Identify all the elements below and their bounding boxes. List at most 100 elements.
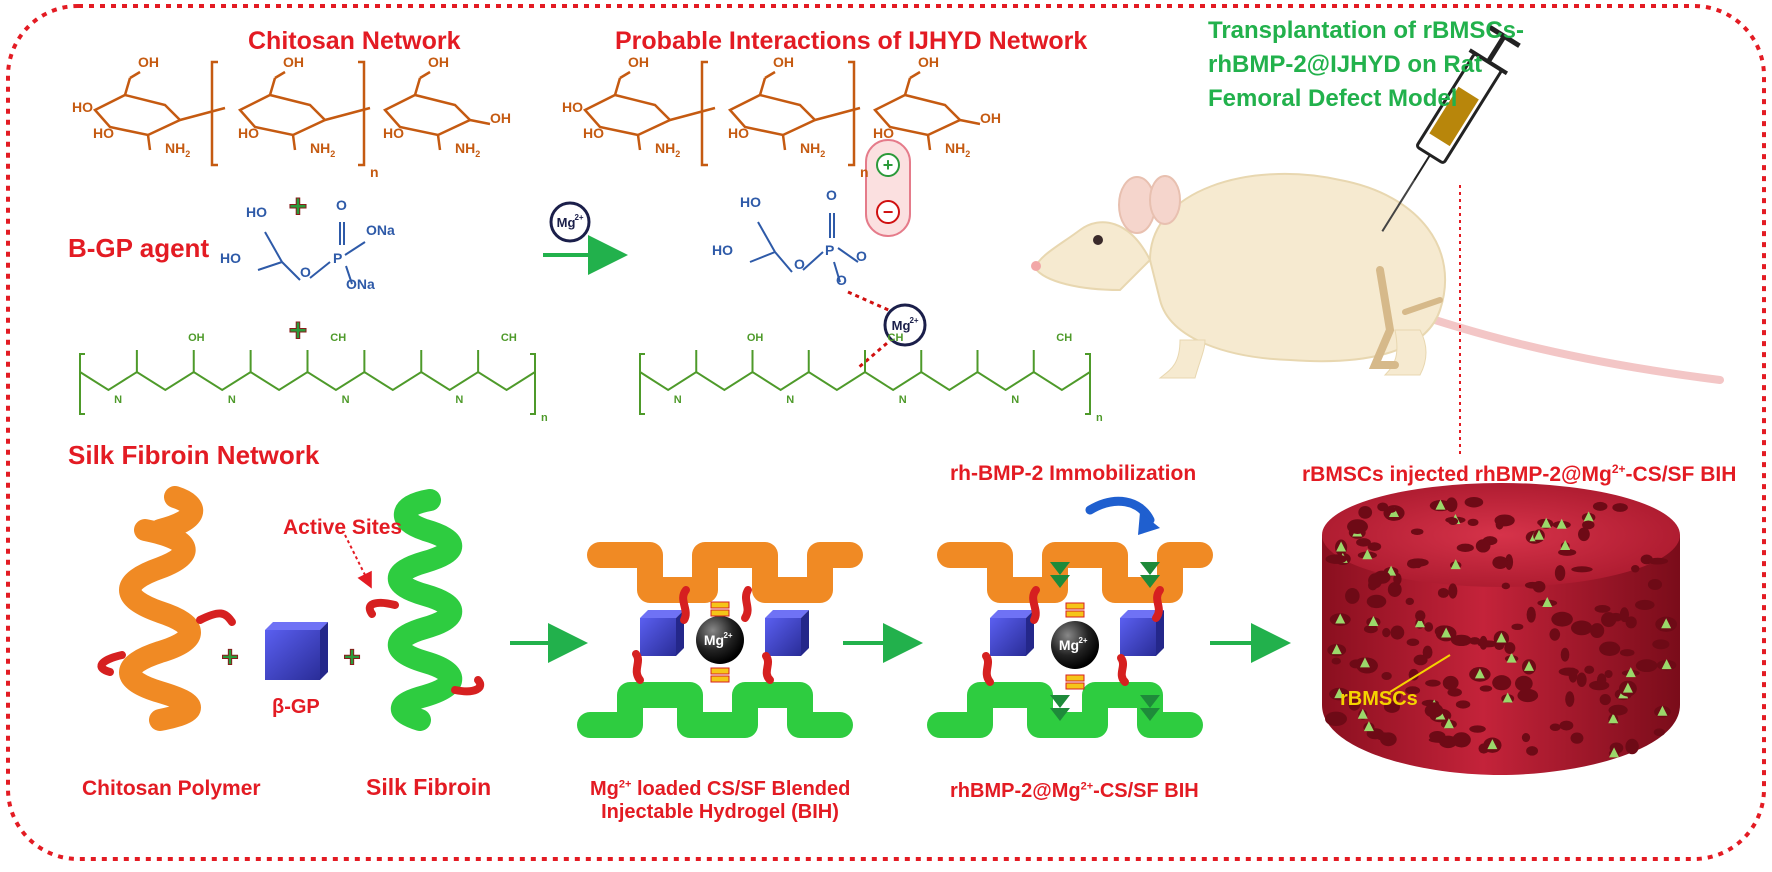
atom-label: n	[370, 164, 379, 180]
atom-label: O	[856, 248, 867, 264]
plus-sign-3: +	[221, 641, 239, 674]
svg-text:Mg: Mg	[557, 215, 576, 230]
chitosan-polymer-shape	[119, 519, 201, 731]
rh-immobilization-label: rh-BMP-2 Immobilization	[950, 462, 1197, 485]
rbmscs-label: rBMSCs	[1340, 688, 1418, 710]
rhbmp-bih: Mg 2+	[927, 496, 1213, 738]
mg-loaded-line2: Injectable Hydrogel (BIH)	[601, 801, 839, 823]
rbmscs-injected-suffix: -CS/SF BIH	[1625, 463, 1737, 486]
bgp-cube	[265, 622, 328, 680]
plus-sign-1: +	[289, 188, 308, 224]
silk-fibroin-structure	[79, 350, 536, 415]
rbmscs-injected-sup: 2+	[1611, 462, 1626, 476]
chitosan-structure	[92, 60, 491, 167]
atom-label: n	[1096, 412, 1103, 424]
svg-text:2+: 2+	[723, 631, 732, 640]
atom-label: HO	[93, 125, 114, 141]
svg-text:Mg: Mg	[704, 632, 724, 648]
bgp-agent-label: B-GP agent	[68, 233, 210, 263]
atom-label: NH2	[165, 140, 191, 159]
atom-label: O	[794, 256, 805, 272]
atom-label: OH	[746, 332, 764, 344]
plus-charge: +	[883, 155, 894, 175]
dotted-frame	[6, 4, 1766, 861]
atom-label: ONa	[346, 276, 375, 292]
silk-fibroin-structure-mid	[639, 350, 1091, 415]
atom-label: OH	[773, 54, 794, 70]
atom-label: HO	[238, 125, 259, 141]
atom-label: N	[455, 394, 464, 406]
rhbmp-bih-label: rhBMP-2@Mg2+-CS/SF BIH	[950, 780, 1199, 802]
atom-label: N	[341, 394, 350, 406]
svg-text:Mg: Mg	[1059, 637, 1079, 653]
rbmscs-injected-label: rBMSCs injected rhBMP-2@Mg2+-CS/SF BIH	[1302, 462, 1736, 487]
atom-label: O	[336, 197, 347, 213]
atom-label: OH	[138, 54, 159, 70]
chitosan-network-title: Chitosan Network	[248, 27, 461, 55]
atom-label: HO	[383, 125, 404, 141]
atom-label: HO	[740, 194, 761, 210]
atom-label: O	[300, 264, 311, 280]
active-sites-pointer	[344, 534, 372, 589]
atom-label: CH	[887, 332, 904, 344]
atom-label: P	[333, 250, 343, 266]
atom-label: OH	[188, 332, 205, 344]
svg-text:Mg: Mg	[892, 318, 911, 333]
scaffold-cylinder	[1322, 483, 1680, 775]
bgp-structure	[257, 222, 366, 285]
mg-badge-bond: Mg 2+	[883, 303, 927, 347]
atom-label: HO	[72, 99, 93, 115]
silk-fibroin-network-label: Silk Fibroin Network	[68, 440, 320, 470]
atom-label: CH	[330, 332, 347, 344]
atom-label: NH2	[945, 140, 971, 159]
atom-label: ONa	[366, 222, 395, 238]
svg-text:2+: 2+	[909, 316, 918, 325]
silk-fibroin-shape	[388, 489, 462, 731]
rat-illustration	[1031, 173, 1724, 384]
atom-label: HO	[583, 125, 604, 141]
atom-label: HO	[562, 99, 583, 115]
atom-label: N	[898, 394, 907, 406]
charge-capsule: + −	[865, 139, 911, 237]
atom-label: HO	[712, 242, 733, 258]
atom-label: OH	[428, 54, 449, 70]
bgp-label: β-GP	[272, 696, 320, 718]
atom-label: NH2	[310, 140, 336, 159]
transplant-title-line3: Femoral Defect Model	[1208, 85, 1458, 112]
atom-label: OH	[918, 54, 939, 70]
atom-label: N	[673, 394, 682, 406]
atom-label: N	[114, 394, 123, 406]
atom-label: N	[1011, 394, 1020, 406]
plus-sign-4: +	[343, 641, 361, 674]
atom-label: O	[836, 272, 847, 288]
chitosan-polymer-top	[149, 486, 204, 541]
bgp-structure-mid	[749, 213, 859, 283]
rbmscs-injected-prefix: rBMSCs injected rhBMP-2@Mg	[1302, 463, 1612, 486]
atom-label: OH	[980, 110, 1001, 126]
atom-label: n	[541, 412, 548, 424]
atom-label: OH	[628, 54, 649, 70]
svg-text:2+: 2+	[1078, 636, 1087, 645]
atom-label: CH	[1056, 332, 1073, 344]
atom-label: HO	[220, 250, 241, 266]
active-sites-label: Active Sites	[283, 516, 403, 539]
atom-label: NH2	[455, 140, 481, 159]
mg-loaded-label: Mg2+ loaded CS/SF Blended Injectable Hyd…	[590, 778, 851, 823]
syringe-icon	[1381, 24, 1521, 232]
atom-label: NH2	[655, 140, 681, 159]
atom-label: HO	[246, 204, 267, 220]
atom-label: OH	[283, 54, 304, 70]
plus-sign-2: +	[289, 312, 308, 348]
atom-label: HO	[873, 125, 894, 141]
atom-label: NH2	[800, 140, 826, 159]
ionic-bond-1	[847, 290, 894, 314]
atom-label: CH	[500, 332, 517, 344]
silk-fibroin-label: Silk Fibroin	[366, 774, 492, 800]
atom-label: O	[826, 187, 837, 203]
transplant-title-line2: rhBMP-2@IJHYD on Rat	[1208, 51, 1483, 78]
atom-label: P	[825, 242, 835, 258]
svg-text:2+: 2+	[574, 213, 583, 222]
bih-hydrogel: Mg 2+	[577, 542, 863, 738]
